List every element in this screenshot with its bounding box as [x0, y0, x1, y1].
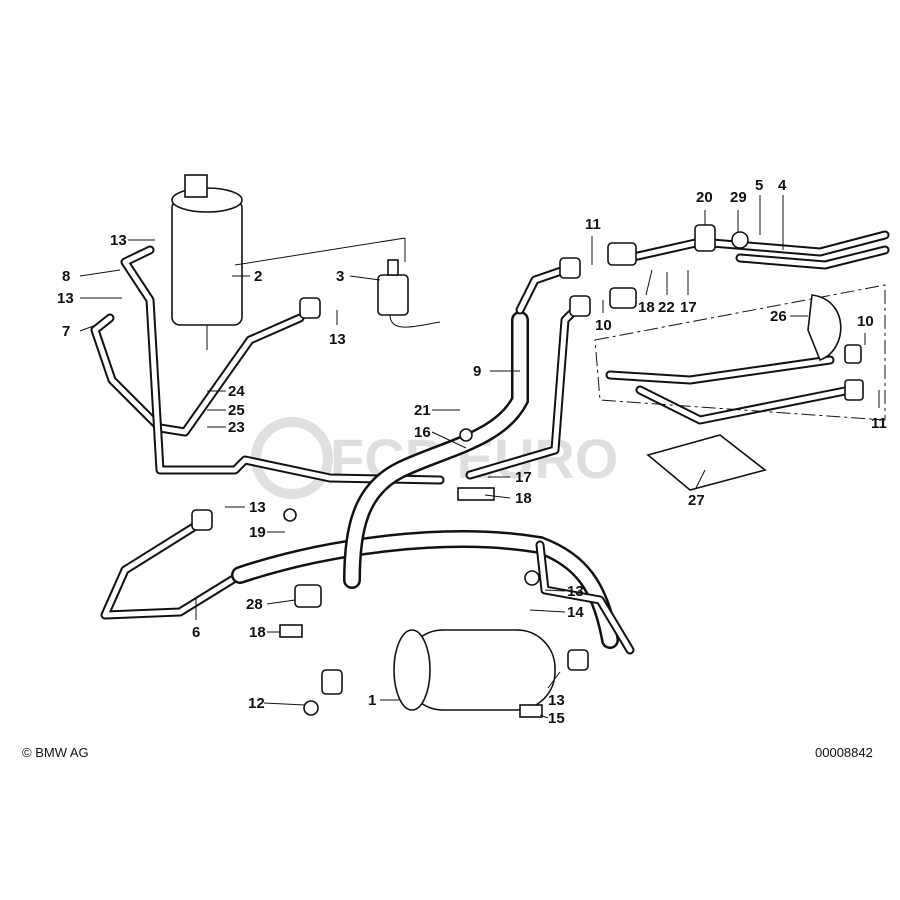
callout-11: 11: [871, 415, 887, 432]
copyright: © BMW AG: [22, 745, 89, 760]
callout-2: 2: [254, 268, 262, 285]
callout-7: 7: [62, 323, 70, 340]
callout-9: 9: [473, 363, 481, 380]
callout-5: 5: [755, 177, 763, 194]
receiver-drier-2: [171, 174, 243, 350]
callout-20: 20: [696, 189, 713, 206]
callout-24: 24: [228, 383, 245, 400]
callout-13: 13: [329, 331, 346, 348]
callout-18: 18: [638, 299, 655, 316]
callout-22: 22: [658, 299, 675, 316]
panel-outline: [594, 284, 886, 421]
callout-28: 28: [246, 596, 263, 613]
callout-11: 11: [585, 216, 601, 233]
callout-18: 18: [249, 624, 266, 641]
callout-4: 4: [778, 177, 787, 194]
callout-13: 13: [249, 499, 266, 516]
callout-13: 13: [548, 692, 565, 709]
callout-13: 13: [57, 290, 74, 307]
pipe-6: [100, 515, 245, 620]
callout-19: 19: [249, 524, 266, 541]
pipe-7: [90, 313, 305, 437]
callout-29: 29: [730, 189, 747, 206]
callout-18: 18: [515, 490, 532, 507]
callout-12: 12: [248, 695, 265, 712]
callout-6: 6: [192, 624, 200, 641]
hose-9: [343, 311, 529, 589]
pipe-right-lower: [535, 540, 635, 655]
callout-17: 17: [515, 469, 532, 486]
label-card-27: [646, 434, 767, 491]
callout-23: 23: [228, 419, 245, 436]
callout-13: 13: [110, 232, 127, 249]
callout-13: 13: [567, 583, 584, 600]
callout-17: 17: [680, 299, 697, 316]
callouts: 13 8 13 7 2 3 13 24 25 23 11 20 29 5 4 1…: [57, 177, 887, 727]
callout-27: 27: [688, 492, 705, 509]
callout-3: 3: [336, 268, 344, 285]
callout-21: 21: [414, 402, 431, 419]
callout-10: 10: [595, 317, 612, 334]
callout-15: 15: [548, 710, 565, 727]
pipe-8: [120, 245, 445, 485]
callout-25: 25: [228, 402, 245, 419]
callout-16: 16: [414, 424, 431, 441]
muffler-1: [393, 629, 556, 711]
diagram-number: 00008842: [815, 745, 873, 760]
leader-lines: [79, 195, 880, 719]
callout-26: 26: [770, 308, 787, 325]
callout-10: 10: [857, 313, 874, 330]
bracket-26: [807, 294, 842, 362]
pressure-switch-3: [377, 259, 441, 328]
callout-1: 1: [368, 692, 376, 709]
callout-14: 14: [567, 604, 584, 621]
hose-lower: [231, 530, 619, 649]
callout-8: 8: [62, 268, 70, 285]
fittings: [191, 224, 864, 718]
